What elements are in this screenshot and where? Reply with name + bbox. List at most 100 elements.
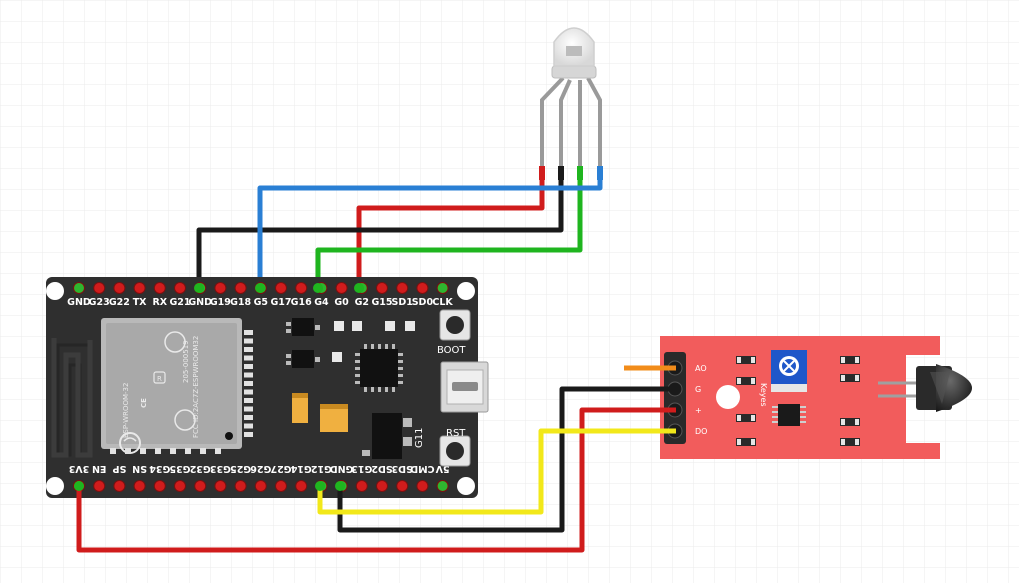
bottom-pin-g26[interactable] (254, 480, 267, 492)
bottom-pin-g13[interactable] (355, 480, 368, 492)
mount-hole (46, 282, 64, 300)
top-pin-clk[interactable] (436, 282, 449, 294)
ir-receiver (916, 364, 972, 412)
top-pin-label: G17 (270, 297, 291, 308)
comparator-ic (778, 404, 800, 426)
sensor-smd-parts (736, 356, 860, 446)
wire-red-3v3-sensor[interactable] (76, 407, 676, 553)
ic-pins (772, 406, 806, 423)
bottom-pin-en[interactable] (93, 480, 106, 492)
bottom-pin-label: G32 (190, 463, 211, 474)
top-pin-label: G4 (314, 297, 329, 308)
top-pin-g0[interactable] (335, 282, 348, 294)
wire-green-led-g4[interactable] (315, 168, 583, 288)
potentiometer[interactable] (771, 350, 807, 392)
bottom-pin-g14[interactable] (295, 480, 308, 492)
svg-text:R: R (157, 375, 162, 383)
module-line1: ESP-WROOM-32 (122, 383, 130, 438)
bottom-pin-label: EN (92, 463, 106, 474)
bottom-pin-label: G14 (290, 463, 311, 474)
bottom-pin-label: SN (132, 463, 147, 474)
bottom-pin-g34[interactable] (153, 480, 166, 492)
pin-connection-markers (74, 283, 364, 491)
sensor-header (664, 352, 686, 444)
top-pin-label: SD1 (392, 297, 413, 308)
boot-button[interactable] (439, 309, 471, 341)
top-pin-g19[interactable] (214, 282, 227, 294)
sensor-pin-label: DO (695, 427, 707, 436)
sensor-smd-pads (737, 357, 859, 445)
top-pin-g18[interactable] (234, 282, 247, 294)
bottom-pin-label: GND (330, 463, 354, 474)
wire-yellow-g13-sensor[interactable] (317, 428, 676, 515)
led-die (566, 46, 582, 56)
bottom-pin-g32[interactable] (194, 480, 207, 492)
bottom-pin-sd2[interactable] (376, 480, 388, 492)
bottom-pin-row (73, 480, 449, 492)
bottom-pin-label: SP (112, 463, 126, 474)
bottom-pin-g33[interactable] (214, 480, 227, 492)
top-pin-label: TX (133, 297, 147, 308)
bottom-pin-label: G26 (250, 463, 271, 474)
cert-mark: R (153, 371, 166, 384)
bottom-pin-label: G25 (230, 463, 251, 474)
ce-mark: CE (140, 398, 148, 408)
top-pin-g23[interactable] (93, 282, 106, 294)
bottom-pin-sn[interactable] (133, 480, 146, 492)
sensor-pin-label: AO (695, 364, 707, 373)
pcb-antenna-trace (51, 338, 93, 458)
mount-hole (457, 477, 475, 495)
led-leg-tips (539, 166, 603, 180)
sensor-pcb (660, 336, 940, 459)
chip-pins (355, 344, 403, 392)
smd-resistor (385, 321, 395, 331)
bottom-pin-label: G33 (210, 463, 231, 474)
sensor-pin-label: G (695, 385, 701, 394)
usb-uart-chip (360, 349, 398, 387)
module-line3: FCC ID:2AC7Z-ESPWROOM32 (192, 336, 200, 438)
bottom-pin-5v[interactable] (436, 480, 449, 492)
bottom-pin-g25[interactable] (234, 480, 247, 492)
top-pin-g22[interactable] (113, 282, 126, 294)
smd-transistor (292, 318, 314, 336)
sensor-mount-hole (716, 385, 740, 409)
top-pin-gnd[interactable] (73, 282, 85, 294)
rst-button[interactable] (439, 435, 471, 467)
sensor-pin-label: + (695, 406, 702, 415)
rst-label: RST (446, 428, 466, 439)
bottom-pin-g35[interactable] (174, 480, 186, 492)
bottom-pin-label: CMD (410, 463, 434, 474)
led-base (551, 65, 597, 79)
bottom-pin-sp[interactable] (113, 480, 126, 492)
bottom-pin-label: G34 (149, 463, 170, 474)
flame-sensor-module[interactable]: AO G + DO (660, 336, 972, 459)
smd-resistor (352, 321, 362, 331)
top-pin-tx[interactable] (133, 282, 146, 294)
top-pin-g17[interactable] (275, 282, 287, 294)
top-pin-sd0[interactable] (416, 282, 429, 294)
bottom-pin-sd3[interactable] (396, 480, 409, 492)
module-dot (225, 432, 233, 440)
bottom-pin-g27[interactable] (275, 480, 287, 492)
top-pin-label: GND (188, 297, 212, 308)
top-pin-label: G15 (371, 297, 392, 308)
wire-black-gnd-sensor[interactable] (337, 386, 676, 533)
module-globe (164, 331, 186, 353)
top-pin-g21[interactable] (174, 282, 186, 294)
top-pin-label: G21 (169, 297, 190, 308)
top-pin-label: RX (152, 297, 167, 308)
rgb-led[interactable] (540, 27, 602, 175)
voltage-regulator (372, 413, 402, 459)
bottom-pin-label: SD3 (392, 463, 413, 474)
top-pin-rx[interactable] (153, 282, 166, 294)
top-pin-sd1[interactable] (396, 282, 409, 294)
bottom-pin-cmd[interactable] (416, 480, 429, 492)
top-pin-label: G22 (109, 297, 130, 308)
top-pin-g15[interactable] (376, 282, 388, 294)
mount-hole (457, 282, 475, 300)
top-pin-label: G23 (89, 297, 110, 308)
top-pin-label: G5 (254, 297, 268, 308)
top-pin-g16[interactable] (295, 282, 308, 294)
wire-black-led-gnd[interactable] (196, 168, 564, 288)
